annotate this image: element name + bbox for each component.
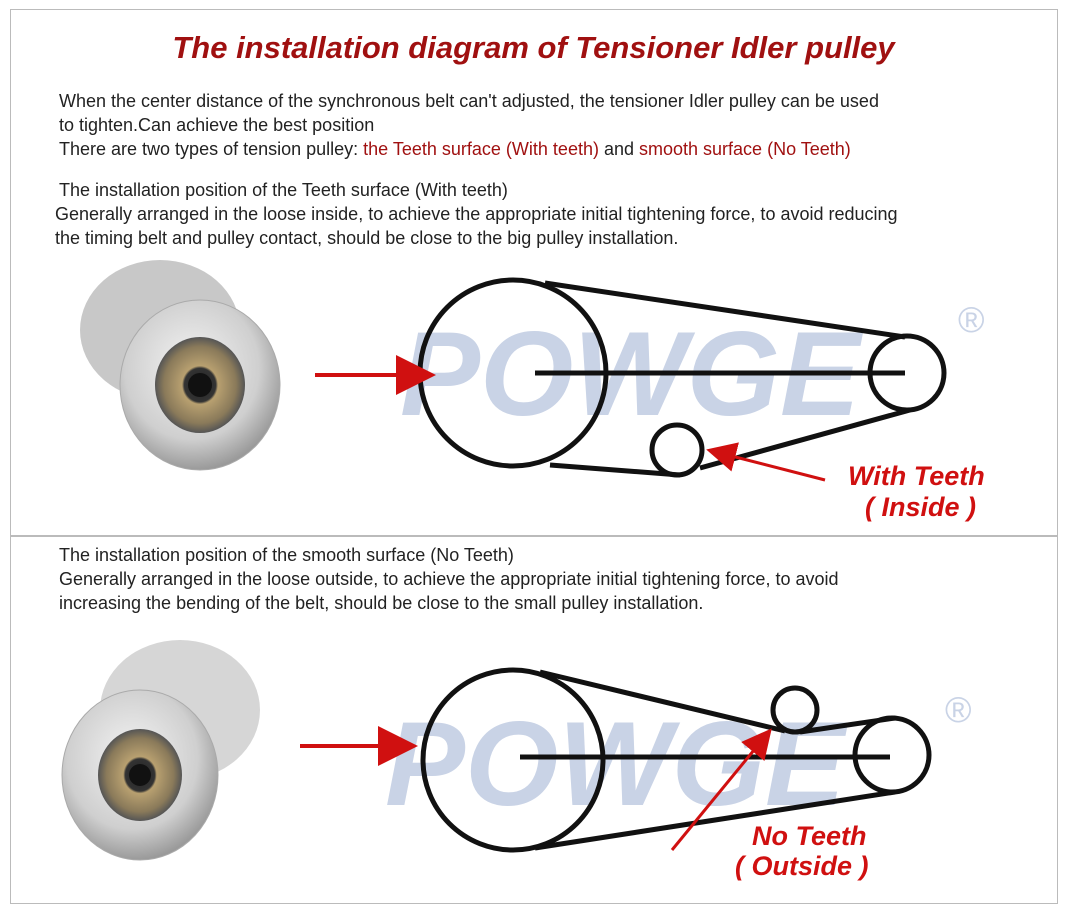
teeth-line-1: Generally arranged in the loose inside, …: [55, 204, 898, 224]
belt-top: [544, 280, 906, 340]
smooth-pulley-photo: [61, 640, 260, 861]
type-smooth: smooth surface (No Teeth): [639, 139, 851, 159]
intro-line-1: When the center distance of the synchron…: [59, 91, 879, 111]
belt-bottom: [534, 789, 896, 851]
smooth-heading: The installation position of the smooth …: [59, 545, 514, 565]
registered-mark-1: ®: [958, 299, 985, 340]
smooth-line-2: increasing the bending of the belt, shou…: [59, 593, 704, 613]
belt-top-a: [539, 669, 786, 734]
arrow-icon: [670, 728, 772, 851]
toothed-pulley-photo: [80, 260, 281, 471]
registered-mark-2: ®: [945, 689, 972, 730]
idler-pulley: [770, 685, 820, 735]
teeth-heading: The installation position of the Teeth s…: [59, 180, 508, 200]
intro-prefix: There are two types of tension pulley:: [59, 139, 364, 159]
big-pulley: [420, 667, 606, 853]
belt-bottom-a: [549, 462, 681, 478]
intro-line-3: There are two types of tension pulley: t…: [59, 137, 851, 161]
type-teeth: the Teeth surface (With teeth): [363, 139, 599, 159]
label-outside: ( Outside ): [735, 851, 869, 881]
content-frame: [10, 9, 1058, 904]
intro-line-2: to tighten.Can achieve the best position: [59, 115, 375, 135]
smooth-line-1: Generally arranged in the loose outside,…: [59, 569, 839, 589]
arrow-icon: [706, 442, 826, 482]
section-divider: [10, 535, 1057, 537]
intro-and: and: [598, 139, 640, 159]
page-title: The installation diagram of Tensioner Id…: [172, 30, 895, 65]
teeth-line-2: the timing belt and pulley contact, shou…: [55, 228, 679, 248]
label-no-teeth: No Teeth: [752, 821, 867, 851]
belt-top-b: [799, 715, 896, 735]
belt-diagram-outside: [420, 667, 932, 853]
label-inside: ( Inside ): [865, 492, 976, 522]
label-with-teeth: With Teeth: [848, 461, 985, 491]
